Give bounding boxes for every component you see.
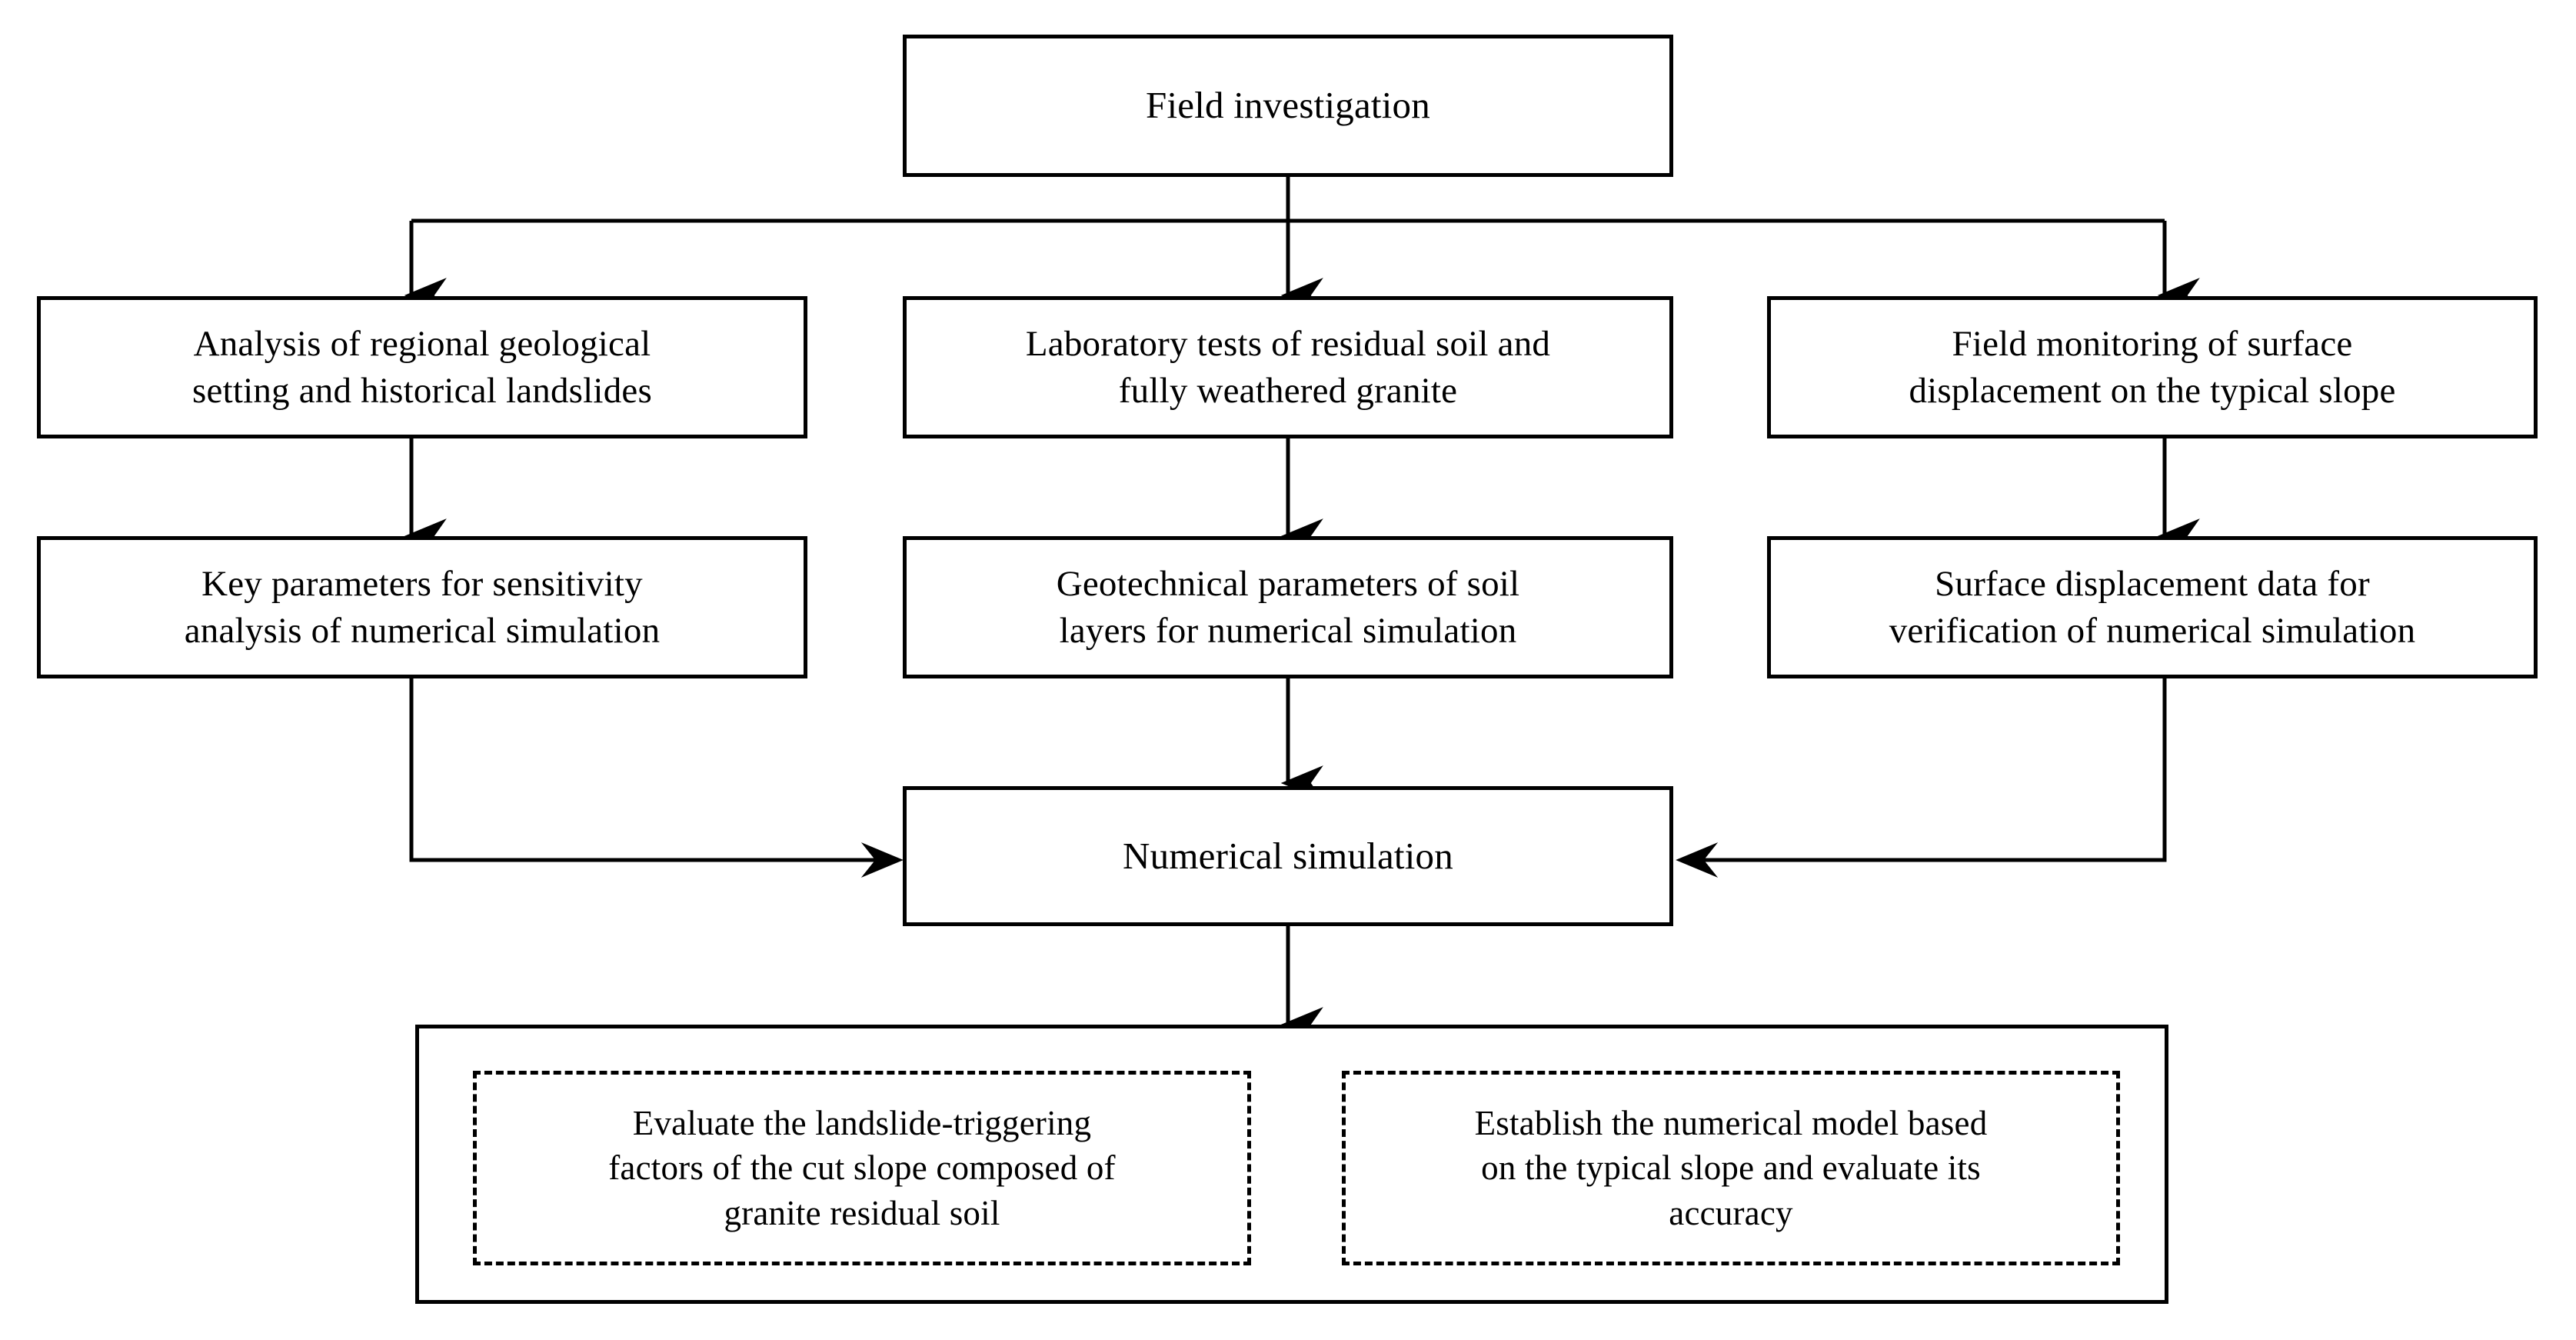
- node-field-investigation[interactable]: Field investigation: [903, 35, 1673, 177]
- node-establish-model[interactable]: Establish the numerical model based on t…: [1342, 1071, 2120, 1265]
- node-surface-displacement-data[interactable]: Surface displacement data for verificati…: [1767, 536, 2538, 678]
- node-field-monitoring[interactable]: Field monitoring of surface displacement…: [1767, 296, 2538, 438]
- node-evaluate-factors-label: Evaluate the landslide-triggering factor…: [608, 1103, 1116, 1232]
- edge-surface-data-to-numerical-simulation: [1676, 678, 2167, 878]
- node-surface-displacement-data-label: Surface displacement data for verificati…: [1889, 564, 2416, 651]
- edge-key-parameters-to-numerical-simulation: [409, 678, 904, 878]
- edge-field-investigation-trunk: [411, 177, 2165, 223]
- node-establish-model-label: Establish the numerical model based on t…: [1474, 1103, 1988, 1232]
- node-numerical-simulation-label: Numerical simulation: [1123, 834, 1453, 877]
- node-regional-analysis-label: Analysis of regional geological setting …: [192, 324, 652, 411]
- node-key-parameters[interactable]: Key parameters for sensitivity analysis …: [37, 536, 807, 678]
- node-regional-analysis[interactable]: Analysis of regional geological setting …: [37, 296, 807, 438]
- node-key-parameters-label: Key parameters for sensitivity analysis …: [184, 564, 661, 651]
- node-geotechnical-parameters[interactable]: Geotechnical parameters of soil layers f…: [903, 536, 1673, 678]
- node-laboratory-tests[interactable]: Laboratory tests of residual soil and fu…: [903, 296, 1673, 438]
- node-field-monitoring-label: Field monitoring of surface displacement…: [1909, 324, 2396, 411]
- node-laboratory-tests-label: Laboratory tests of residual soil and fu…: [1025, 324, 1551, 411]
- node-numerical-simulation[interactable]: Numerical simulation: [903, 786, 1673, 926]
- node-field-investigation-label: Field investigation: [1146, 84, 1430, 127]
- node-evaluate-factors[interactable]: Evaluate the landslide-triggering factor…: [473, 1071, 1251, 1265]
- node-geotechnical-parameters-label: Geotechnical parameters of soil layers f…: [1056, 564, 1520, 651]
